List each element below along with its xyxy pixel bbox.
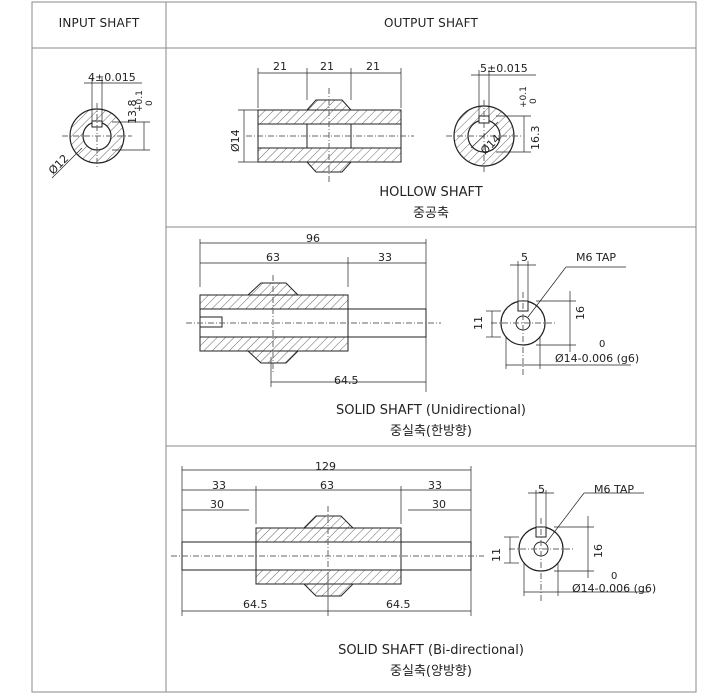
hollow-caption-ko: 중공축: [413, 206, 449, 221]
bi-len-f: 64.5: [243, 598, 268, 611]
hollow-caption-en: HOLLOW SHAFT: [379, 185, 483, 200]
solid-bi-drawing: [171, 466, 649, 616]
bi-dia: Ø14-0.006 (g6): [572, 582, 656, 595]
bi-key-h: 11: [490, 548, 503, 562]
uni-caption-ko: 중실축(한방향): [390, 424, 472, 439]
bi-len-a: 33: [212, 479, 226, 492]
uni-h: 16: [574, 306, 587, 320]
bi-dia-label: Ø14: [572, 582, 595, 595]
input-height-tol-upper: +0.1: [135, 90, 145, 112]
uni-tol-upper: 0: [599, 339, 606, 350]
input-key-width: 4±0.015: [88, 71, 136, 84]
header-input-shaft: INPUT SHAFT: [58, 16, 140, 30]
uni-key: 5: [521, 251, 528, 264]
bi-tol-lower: -0.006: [594, 582, 631, 595]
bi-tap: M6 TAP: [594, 483, 635, 496]
hollow-height-tol-upper: +0.1: [519, 86, 529, 108]
bi-len-b: 63: [320, 479, 334, 492]
uni-len-b: 33: [378, 251, 392, 264]
uni-fit: (g6): [616, 352, 640, 365]
hollow-key-width: 5±0.015: [480, 62, 528, 75]
uni-caption-en: SOLID SHAFT (Unidirectional): [335, 403, 526, 418]
uni-len-c: 64.5: [334, 374, 359, 387]
bi-len-c: 33: [428, 479, 442, 492]
uni-tap: M6 TAP: [576, 251, 617, 264]
uni-caption: SOLID SHAFT (Unidirectional) 중실축(한방향): [166, 400, 696, 442]
bi-caption-ko: 중실축(양방향): [390, 664, 472, 679]
header-output-shaft: OUTPUT SHAFT: [384, 16, 478, 30]
uni-tol-lower: -0.006: [577, 352, 614, 365]
uni-total: 96: [306, 232, 320, 245]
bi-len-e: 30: [432, 498, 446, 511]
bi-fit: (g6): [633, 582, 657, 595]
hollow-height-tol-lower: 0: [529, 98, 539, 104]
uni-dia-label: Ø14: [555, 352, 578, 365]
input-height-tol-lower: 0: [145, 100, 155, 106]
bi-tol-upper: 0: [611, 571, 618, 582]
bi-key: 5: [538, 483, 545, 496]
bi-len-d: 30: [210, 498, 224, 511]
hollow-caption: HOLLOW SHAFT 중공축: [166, 182, 696, 224]
hollow-len-b: 21: [320, 60, 334, 73]
bi-caption-en: SOLID SHAFT (Bi-directional): [338, 643, 524, 658]
uni-key-h: 11: [472, 316, 485, 330]
bi-caption: SOLID SHAFT (Bi-directional) 중실축(양방향): [166, 640, 696, 682]
bi-h: 16: [592, 544, 605, 558]
hollow-len-c: 21: [366, 60, 380, 73]
input-shaft-drawing: [51, 78, 150, 179]
hollow-len-a: 21: [273, 60, 287, 73]
uni-dia: Ø14-0.006 (g6): [555, 352, 639, 365]
hollow-height: 16.3: [529, 125, 542, 151]
bi-len-g: 64.5: [386, 598, 411, 611]
hollow-shaft-drawing: [238, 68, 536, 183]
hollow-diameter: Ø14: [229, 129, 242, 152]
solid-uni-drawing: [186, 239, 631, 392]
uni-len-a: 63: [266, 251, 280, 264]
bi-total: 129: [315, 460, 336, 473]
